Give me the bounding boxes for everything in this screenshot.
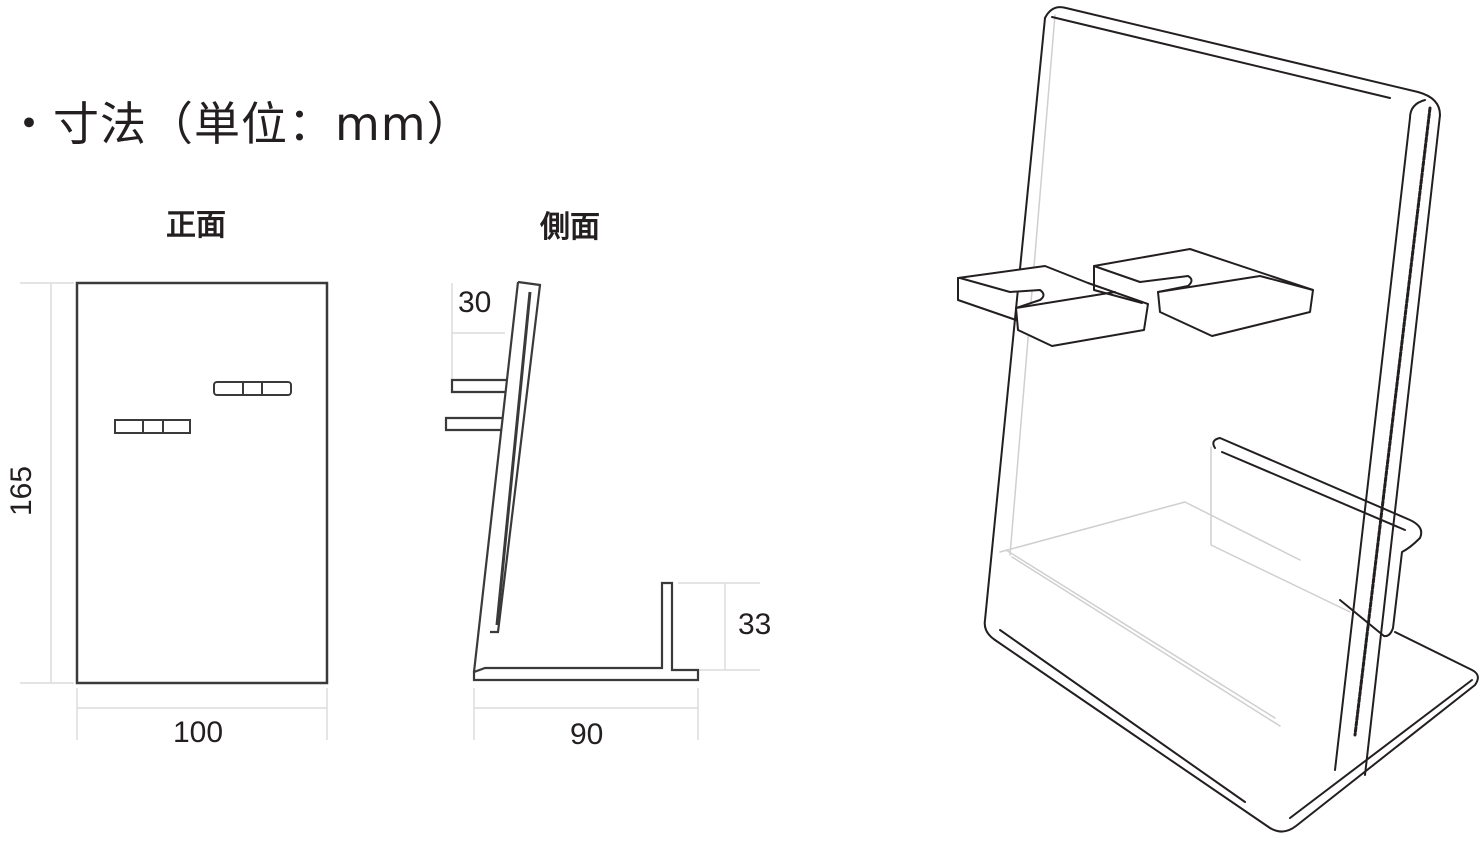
- side-view: [444, 280, 760, 740]
- panel-top-inner-edge: [1051, 16, 1391, 99]
- panel-right-edge-outer: [1364, 114, 1441, 776]
- side-dimension-lines: [451, 283, 760, 740]
- side-view-label: 側面: [540, 210, 600, 245]
- panel-top-edge: [1044, 6, 1441, 116]
- perspective-hooks: [957, 248, 1314, 347]
- front-view-label: 正面: [166, 208, 226, 243]
- front-panel-outline: [75, 281, 329, 685]
- panel-right-groove: [1353, 106, 1432, 737]
- base-outline: [994, 631, 1479, 833]
- rear-lip-base: [1339, 599, 1385, 637]
- side-back-panel: [472, 280, 700, 682]
- hidden-lines: [999, 14, 1351, 727]
- base-inner-edge: [999, 629, 1246, 803]
- panel-right-edge-inner: [1334, 99, 1426, 771]
- side-top-offset-dimension: 30: [458, 286, 492, 319]
- front-width-dimension: 100: [173, 716, 224, 749]
- front-dimension-lines: [20, 282, 328, 740]
- front-view: [20, 281, 329, 740]
- base-front-edge: [1289, 679, 1473, 819]
- title-text: 寸法（単位：mm）: [53, 97, 474, 151]
- side-lip-height-dimension: 33: [738, 608, 772, 641]
- page-title: ・寸法（単位：mm）: [6, 88, 474, 154]
- rear-lip-inner: [1221, 451, 1406, 531]
- title-bullet: ・: [6, 97, 53, 151]
- panel-left-edge: [983, 17, 1046, 641]
- perspective-view: [957, 6, 1479, 833]
- side-depth-dimension: 90: [570, 718, 604, 751]
- side-hooks: [444, 378, 506, 432]
- rear-lip: [1212, 437, 1423, 638]
- front-hook-left: [114, 419, 191, 434]
- front-hook-right: [213, 381, 292, 396]
